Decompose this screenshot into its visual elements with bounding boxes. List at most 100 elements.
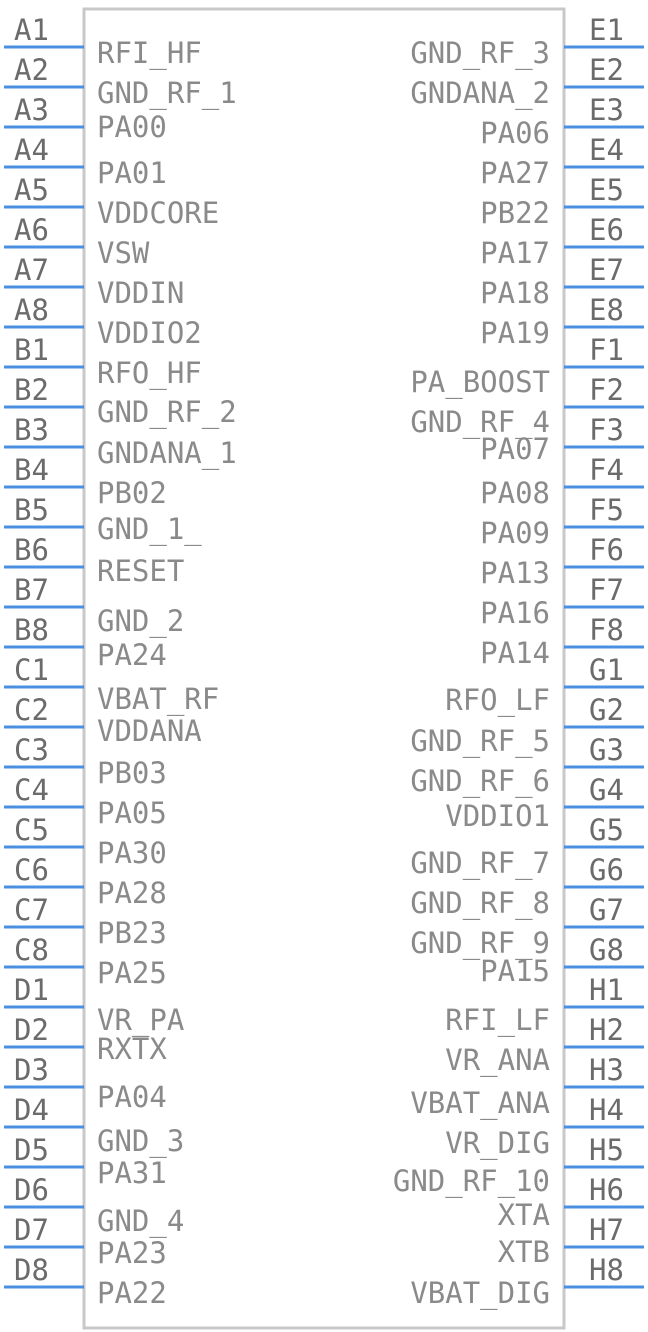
pin-number-a7: A7: [14, 253, 49, 287]
pin-name-c2: VDDANA: [97, 714, 202, 748]
pin-number-e8: E8: [589, 293, 624, 327]
pin-number-f7: F7: [589, 573, 624, 607]
pin-name-g4: VDDIO1: [445, 799, 550, 833]
pin-name-f6: PA13: [480, 556, 550, 590]
pin-number-c1: C1: [14, 653, 49, 687]
pin-number-f5: F5: [589, 493, 624, 527]
pin-number-g6: G6: [589, 853, 624, 887]
pin-number-b5: B5: [14, 493, 49, 527]
pin-number-e4: E4: [589, 133, 624, 167]
pin-number-h4: H4: [589, 1093, 624, 1127]
pin-name-h1: RFI_LF: [445, 1003, 550, 1038]
pin-name-g7: GND_RF_9: [410, 926, 550, 961]
pin-name-c1: VBAT_RF: [97, 682, 219, 717]
pin-number-h1: H1: [589, 973, 624, 1007]
pin-number-a4: A4: [14, 133, 49, 167]
pin-name-d4: GND_3: [97, 1124, 184, 1159]
pin-name-d2: RXTX: [97, 1032, 167, 1066]
pin-name-e4: PA27: [480, 156, 550, 190]
pin-number-f3: F3: [589, 413, 624, 447]
pin-name-f1: PA_BOOST: [410, 365, 550, 400]
pin-name-f3: PA07: [480, 432, 550, 466]
pin-name-b5: GND_1_: [97, 512, 202, 547]
pin-name-g1: RFO_LF: [445, 683, 550, 718]
pin-number-e1: E1: [589, 13, 624, 47]
pin-name-c6: PA28: [97, 876, 167, 910]
pin-number-d7: D7: [14, 1213, 49, 1247]
pin-name-g8: PA15: [480, 954, 550, 988]
pin-number-b7: B7: [14, 573, 49, 607]
pin-number-d1: D1: [14, 973, 49, 1007]
pin-number-h5: H5: [589, 1133, 624, 1167]
pin-number-g7: G7: [589, 893, 624, 927]
pin-number-g3: G3: [589, 733, 624, 767]
pin-number-h6: H6: [589, 1173, 624, 1207]
pin-name-f7: PA16: [480, 596, 550, 630]
pin-name-f2: GND_RF_4: [410, 405, 550, 440]
pin-name-d1: VR_PA: [97, 1003, 184, 1038]
pin-number-b4: B4: [14, 453, 49, 487]
pin-name-a7: VDDIN: [97, 276, 184, 310]
pin-name-b2: GND_RF_2: [97, 395, 237, 430]
pin-name-b1: RFO_HF: [97, 356, 202, 391]
pin-number-g5: G5: [589, 813, 624, 847]
pin-number-d4: D4: [14, 1093, 49, 1127]
pin-number-c4: C4: [14, 773, 49, 807]
pin-number-d2: D2: [14, 1013, 49, 1047]
pin-number-e7: E7: [589, 253, 624, 287]
pin-number-e3: E3: [589, 93, 624, 127]
pin-number-f4: F4: [589, 453, 624, 487]
pin-name-b4: PB02: [97, 476, 167, 510]
pin-number-f6: F6: [589, 533, 624, 567]
pin-name-d6: GND_4: [97, 1204, 184, 1239]
pin-name-e7: PA18: [480, 276, 550, 310]
pin-number-g1: G1: [589, 653, 624, 687]
pin-name-c4: PA05: [97, 796, 167, 830]
pin-number-c3: C3: [14, 733, 49, 767]
pin-number-h2: H2: [589, 1013, 624, 1047]
pin-name-d5: PA31: [97, 1156, 167, 1190]
pin-name-f5: PA09: [480, 516, 550, 550]
pin-name-c3: PB03: [97, 756, 167, 790]
pin-name-g2: GND_RF_5: [410, 724, 550, 759]
pin-name-b7: GND_2: [97, 604, 184, 639]
pin-number-a1: A1: [14, 13, 49, 47]
pin-number-d6: D6: [14, 1173, 49, 1207]
pin-number-b2: B2: [14, 373, 49, 407]
pin-name-e1: GND_RF_3: [410, 36, 550, 71]
pin-number-c6: C6: [14, 853, 49, 887]
pin-name-f8: PA14: [480, 636, 550, 670]
pin-name-b8: PA24: [97, 638, 167, 672]
pin-name-e6: PA17: [480, 236, 550, 270]
pin-name-g6: GND_RF_8: [410, 886, 550, 921]
pin-name-c5: PA30: [97, 836, 167, 870]
pin-name-a5: VDDCORE: [97, 196, 219, 230]
pin-name-h4: VR_DIG: [445, 1126, 550, 1161]
pin-number-f1: F1: [589, 333, 624, 367]
pin-number-h3: H3: [589, 1053, 624, 1087]
pin-number-b1: B1: [14, 333, 49, 367]
pin-name-f4: PA08: [480, 476, 550, 510]
pin-number-b6: B6: [14, 533, 49, 567]
pin-name-g3: GND_RF_6: [410, 764, 550, 799]
pin-name-a2: GND_RF_1: [97, 76, 237, 111]
pin-number-a3: A3: [14, 93, 49, 127]
pin-number-c7: C7: [14, 893, 49, 927]
pin-number-e6: E6: [589, 213, 624, 247]
pin-number-a5: A5: [14, 173, 49, 207]
pin-name-a6: VSW: [97, 236, 150, 270]
pin-name-h5: GND_RF_10: [393, 1164, 550, 1199]
pin-number-g8: G8: [589, 933, 624, 967]
pin-number-e2: E2: [589, 53, 624, 87]
pin-number-b3: B3: [14, 413, 49, 447]
pin-number-d8: D8: [14, 1253, 49, 1287]
pin-name-g5: GND_RF_7: [410, 846, 550, 881]
pin-name-e8: PA19: [480, 316, 550, 350]
pin-name-h3: VBAT_ANA: [410, 1086, 550, 1121]
pin-number-g4: G4: [589, 773, 624, 807]
pin-name-d3: PA04: [97, 1080, 167, 1114]
pin-number-f8: F8: [589, 613, 624, 647]
